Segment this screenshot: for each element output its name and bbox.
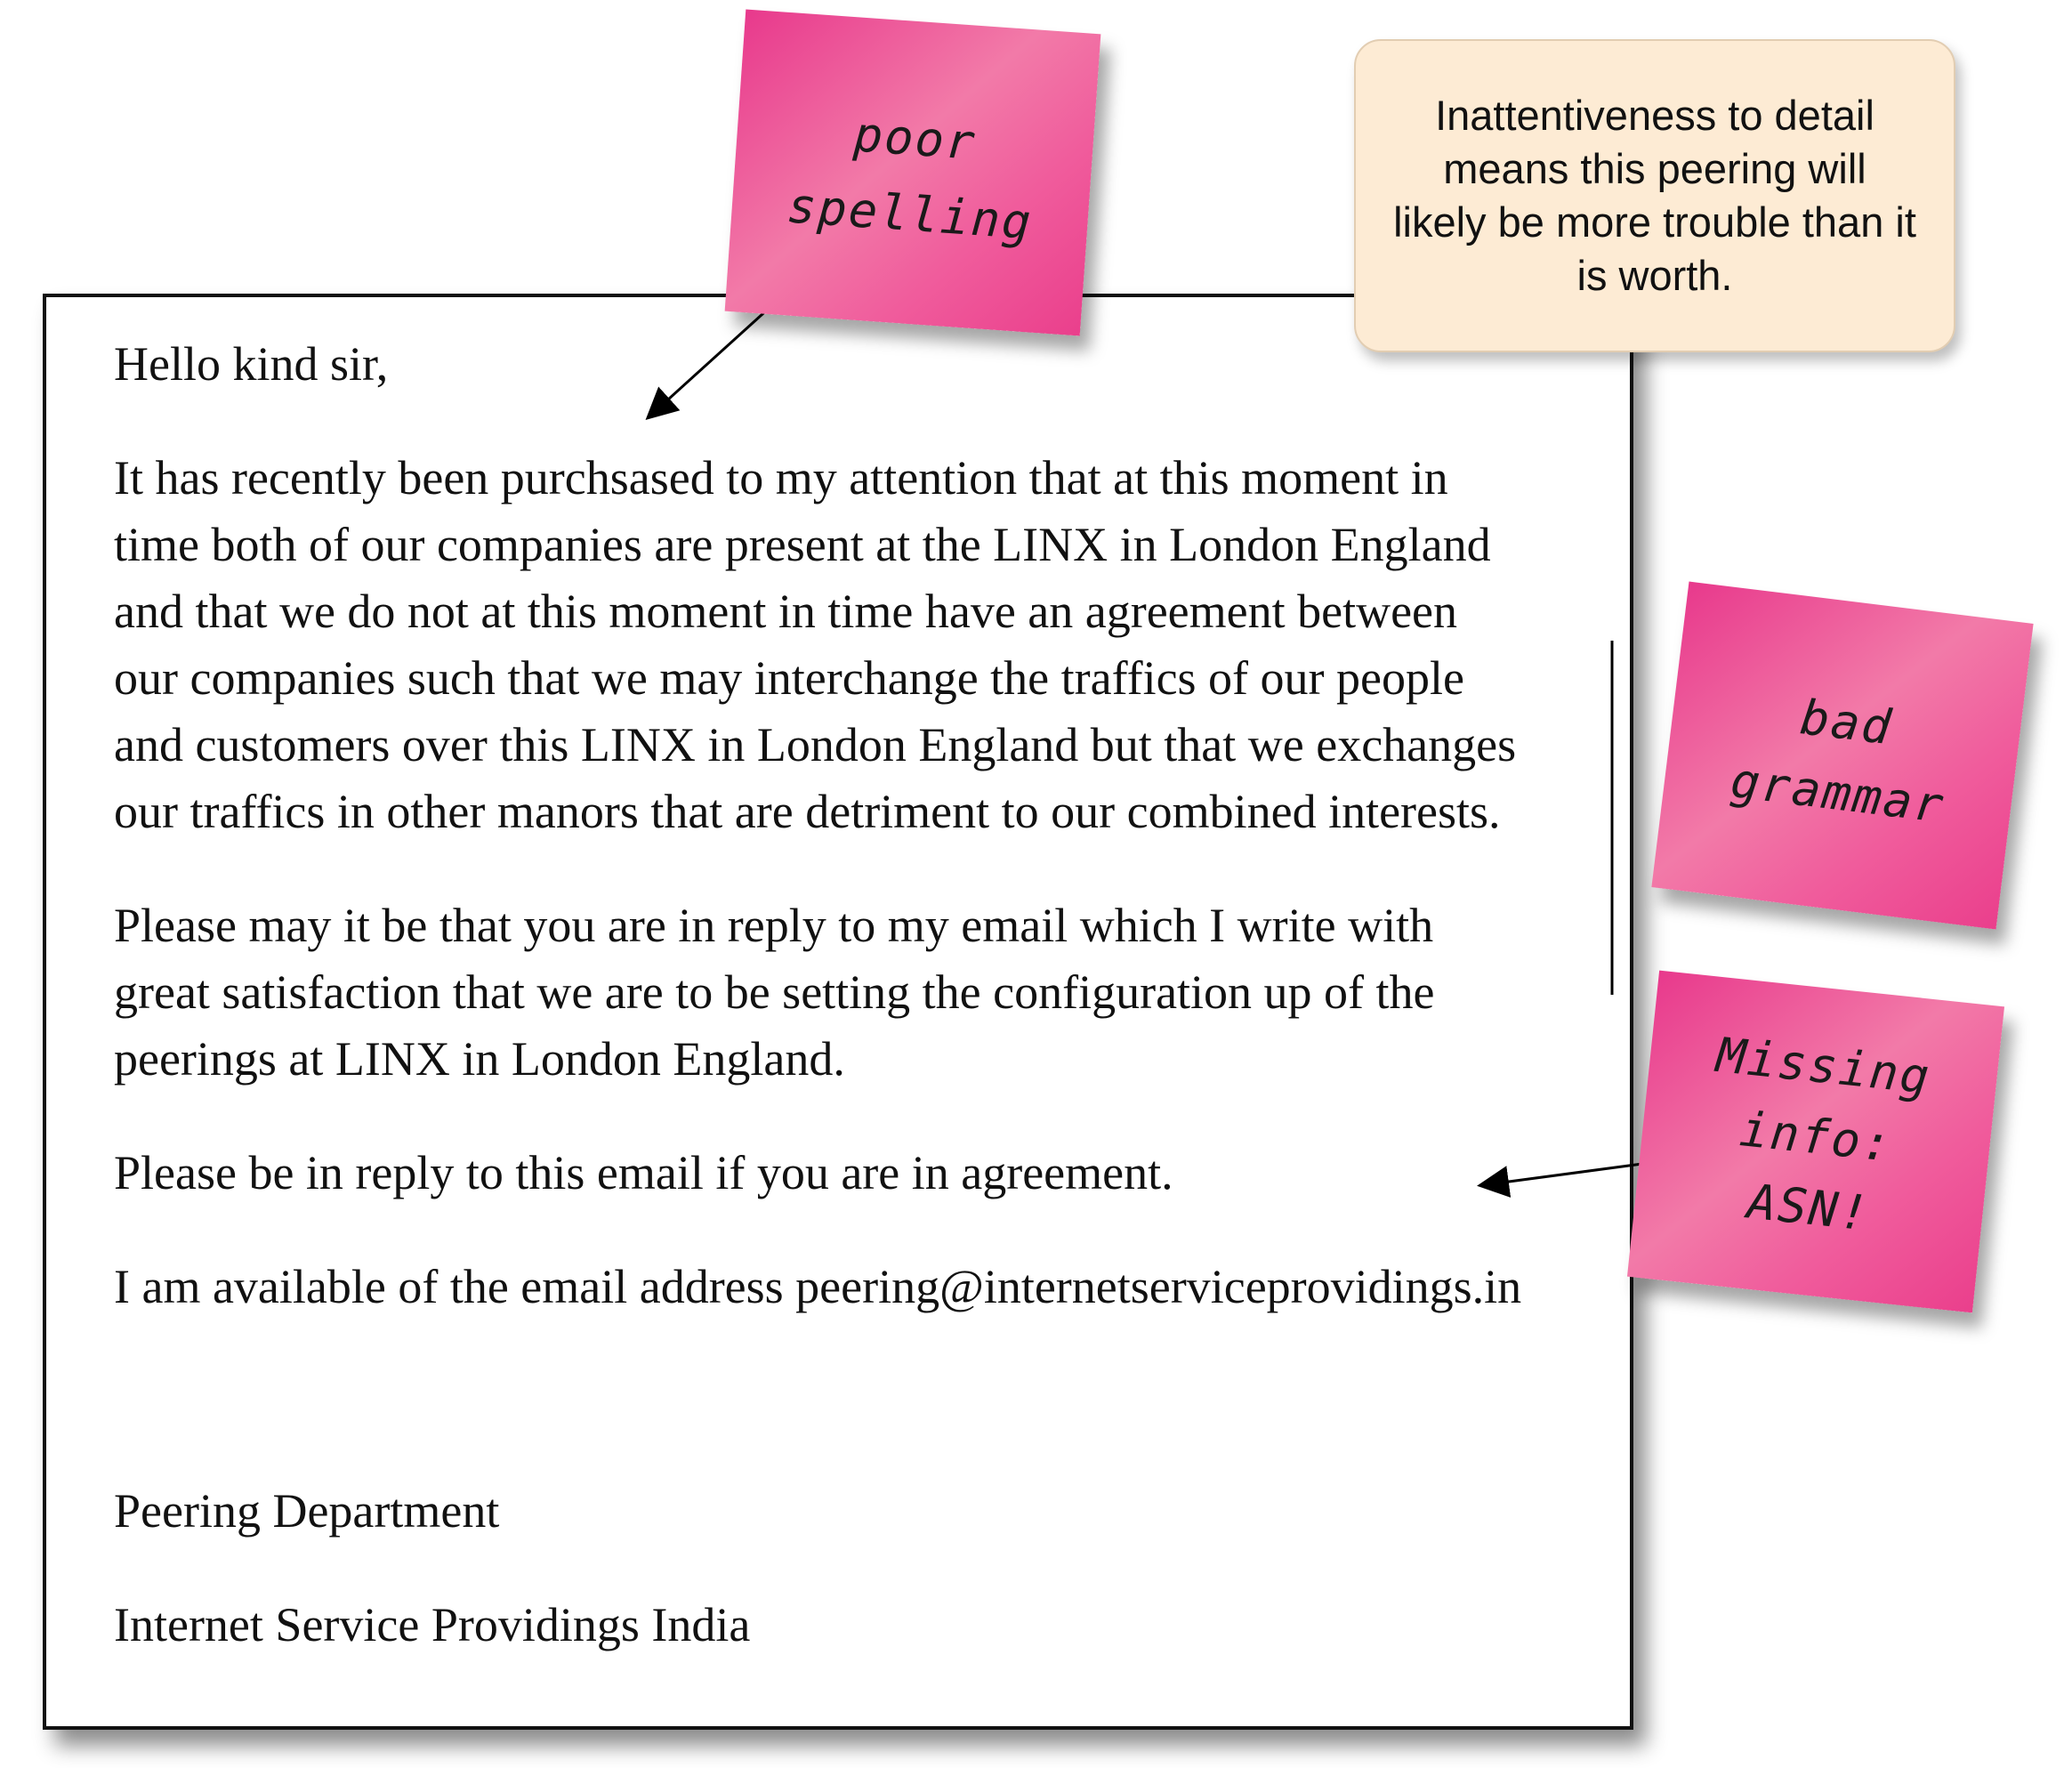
paragraph1-line: It has recently been purchsased to my at… bbox=[114, 451, 1448, 505]
paragraph1-line: our traffics in other manors that are de… bbox=[114, 785, 1501, 838]
paragraph1-line: time both of our companies are present a… bbox=[114, 518, 1491, 571]
callout-line: Inattentiveness to detail bbox=[1435, 92, 1874, 139]
callout-line: is worth. bbox=[1576, 252, 1733, 299]
missing-info-arrow bbox=[1477, 1162, 1643, 1198]
sticky-note-missing-info: Missing info: ASN! bbox=[1626, 970, 2005, 1313]
callout-box: Inattentiveness to detail means this pee… bbox=[1354, 39, 1955, 352]
paragraph2-line: peerings at LINX in London England. bbox=[114, 1032, 845, 1086]
signature-company: Internet Service Providings India bbox=[114, 1598, 751, 1651]
letter-greeting: Hello kind sir, bbox=[114, 337, 389, 391]
callout-line: likely be more trouble than it bbox=[1393, 198, 1916, 246]
spelling-arrow bbox=[645, 295, 783, 421]
sticky-note-grammar: bad grammar bbox=[1651, 581, 2034, 930]
paragraph3: Please be in reply to this email if you … bbox=[114, 1146, 1173, 1199]
sticky-note-text: poor bbox=[851, 106, 979, 171]
paragraph1-line: and that we do not at this moment in tim… bbox=[114, 585, 1458, 638]
paragraph1-line: our companies such that we may interchan… bbox=[114, 651, 1464, 705]
sticky-note-spelling: poor spelling bbox=[724, 9, 1101, 336]
callout-line: means this peering will bbox=[1443, 145, 1866, 192]
paragraph2-line: Please may it be that you are in reply t… bbox=[114, 899, 1434, 952]
sticky-note-text: spelling bbox=[785, 177, 1035, 251]
paragraph4-email: I am available of the email address peer… bbox=[114, 1260, 1522, 1313]
paragraph2-line: great satisfaction that we are to be set… bbox=[114, 965, 1435, 1019]
signature-department: Peering Department bbox=[114, 1484, 500, 1538]
paragraph1-line: and customers over this LINX in London E… bbox=[114, 718, 1517, 771]
email-letter: Hello kind sir, It has recently been pur… bbox=[43, 294, 1633, 1730]
